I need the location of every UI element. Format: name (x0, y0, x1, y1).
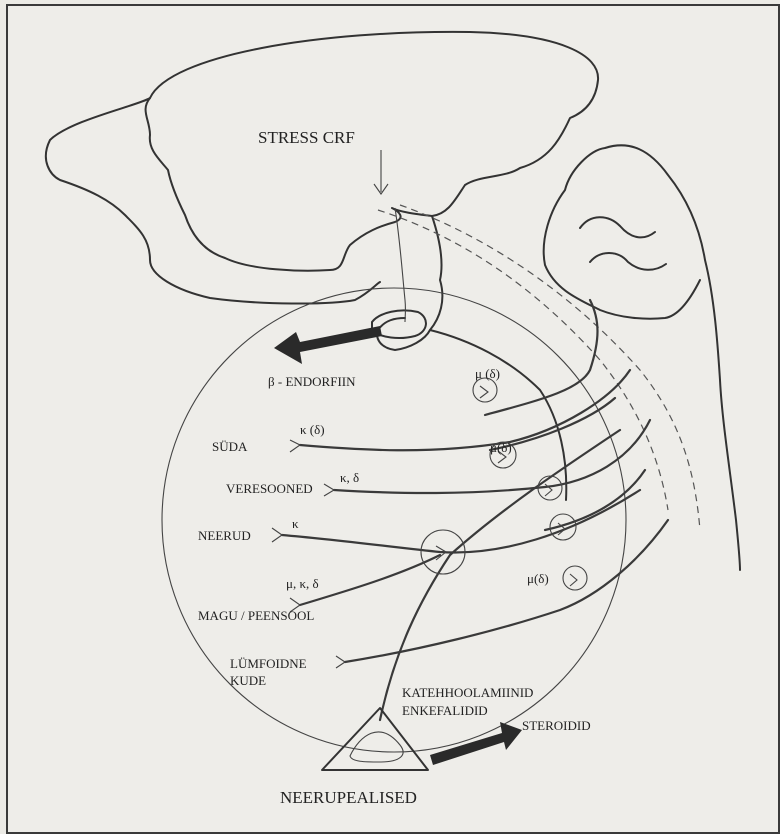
stress-crf-label: STRESS CRF (258, 128, 355, 147)
suda-receptor: κ (δ) (300, 422, 325, 437)
suda-label: SÜDA (212, 439, 248, 454)
steroidid-arrow (430, 722, 522, 765)
cerebellum-folia (580, 217, 666, 270)
cerebellum-outline (544, 145, 740, 570)
fiber-9 (545, 470, 645, 530)
katehhool-label: KATEHHOOLAMIINID (402, 685, 533, 700)
neerupealised-label: NEERUPEALISED (280, 788, 417, 807)
spinal-cord-outline (430, 330, 566, 500)
dashed-path-1 (378, 210, 668, 510)
steroidid-label: STEROIDID (522, 718, 591, 733)
adrenal-inner (350, 732, 403, 762)
fiber-5 (300, 555, 440, 605)
kude-label: KUDE (230, 673, 266, 688)
lumfoidne-label: LÜMFOIDNE (230, 656, 307, 671)
fiber-3 (334, 420, 650, 493)
veresooned-label: VERESOONED (226, 481, 313, 496)
mu-delta-receptor-2: μ(δ) (490, 440, 512, 455)
enkefalid-label: ENKEFALIDID (402, 703, 488, 718)
mu-delta-receptor-3: μ(δ) (527, 571, 549, 586)
fiber-4 (282, 490, 640, 552)
mu-delta-receptor-1: μ (δ) (475, 366, 500, 381)
cerebrum-outline (146, 32, 599, 271)
dashed-path-2 (400, 205, 700, 530)
magu-label: MAGU / PEENSOOL (198, 608, 314, 623)
fiber-6 (345, 520, 668, 662)
hypothalamus-stalk (395, 208, 405, 322)
neerud-receptor: κ (292, 516, 299, 531)
fiber-1 (485, 300, 598, 415)
neerud-label: NEERUD (198, 528, 251, 543)
endorfiin-arrow (274, 326, 382, 364)
veresooned-receptor: κ, δ (340, 470, 359, 485)
magu-receptor: μ, κ, δ (286, 576, 319, 591)
endorfiin-label: β - ENDORFIIN (268, 374, 356, 389)
fiber-7 (380, 430, 620, 720)
